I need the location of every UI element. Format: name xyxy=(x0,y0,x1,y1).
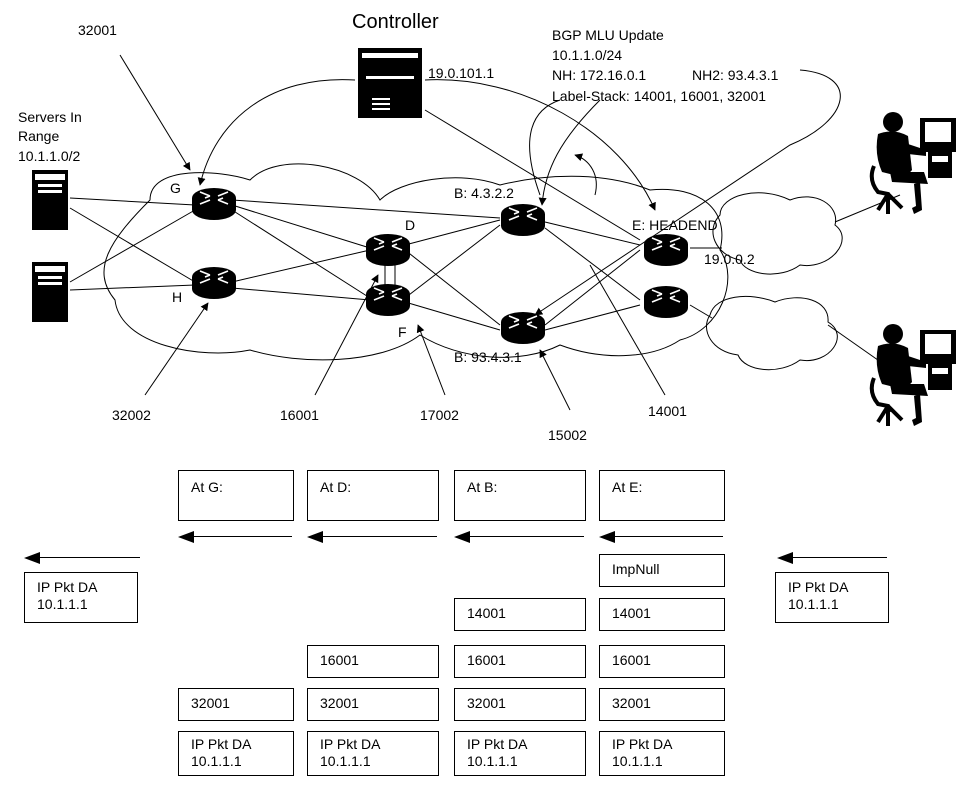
ingress-pkt-line1: IP Pkt DA xyxy=(788,579,849,595)
servers-label-line2: Range xyxy=(18,128,59,144)
ingress-ip-packet: IP Pkt DA 10.1.1.1 xyxy=(775,572,889,623)
controller-server-icon xyxy=(358,48,422,118)
sid-label-14001: 14001 xyxy=(648,403,687,419)
router-icon-h xyxy=(191,266,237,300)
egress-pkt-line1: IP Pkt DA xyxy=(37,579,98,595)
server-icon-top xyxy=(32,170,68,230)
stage-b-label-16001: 16001 xyxy=(454,645,586,678)
stage-e-ip-packet: IP Pkt DA 10.1.1.1 xyxy=(599,731,725,776)
stage-e-label-impnull: ImpNull xyxy=(599,554,725,587)
node-label-h: H xyxy=(172,289,182,305)
node-label-f: F xyxy=(398,324,407,340)
ingress-arrow xyxy=(777,552,887,564)
stage-g-pkt-line1: IP Pkt DA xyxy=(191,736,252,752)
stage-d-pkt-line1: IP Pkt DA xyxy=(320,736,381,752)
core-network-cloud xyxy=(103,163,729,361)
user-workstation-icon-bottom xyxy=(869,322,956,428)
router-icon-g xyxy=(191,187,237,221)
stage-e-label-14001: 14001 xyxy=(599,598,725,631)
stage-g-ip-packet: IP Pkt DA 10.1.1.1 xyxy=(178,731,294,776)
stage-e-label-32001: 32001 xyxy=(599,688,725,721)
stage-e-pkt-line1: IP Pkt DA xyxy=(612,736,673,752)
ingress-pkt-line2: 10.1.1.1 xyxy=(788,596,839,612)
stage-header-d: At D: xyxy=(307,470,439,521)
node-label-b-top: B: 4.3.2.2 xyxy=(454,185,514,201)
stage-d-label-16001: 16001 xyxy=(307,645,439,678)
servers-label-line1: Servers In xyxy=(18,109,82,125)
router-icon-e-headend xyxy=(643,233,689,267)
bgp-update-label-stack: Label-Stack: 14001, 16001, 32001 xyxy=(552,88,766,104)
stage-b-pkt-line1: IP Pkt DA xyxy=(467,736,528,752)
stage-d-ip-packet: IP Pkt DA 10.1.1.1 xyxy=(307,731,439,776)
egress-pkt-line2: 10.1.1.1 xyxy=(37,596,88,612)
bgp-update-nh: NH: 172.16.0.1 xyxy=(552,67,646,83)
sid-label-32001: 32001 xyxy=(78,22,117,38)
user-workstation-icon-top xyxy=(869,110,956,216)
direction-arrow-e xyxy=(599,531,723,543)
router-icon-b-bottom xyxy=(500,311,546,345)
stage-b-ip-packet: IP Pkt DA 10.1.1.1 xyxy=(454,731,586,776)
server-icon-bottom xyxy=(32,262,68,322)
controller-title: Controller xyxy=(352,11,439,33)
stage-g-label-32001: 32001 xyxy=(178,688,294,721)
node-label-b-bottom: B: 93.4.3.1 xyxy=(454,349,522,365)
node-label-e-ip: 19.0.0.2 xyxy=(704,251,755,267)
sid-label-16001: 16001 xyxy=(280,407,319,423)
router-icon-d xyxy=(365,233,411,267)
stage-b-label-32001: 32001 xyxy=(454,688,586,721)
bgp-update-nh2: NH2: 93.4.3.1 xyxy=(692,67,779,83)
stage-b-label-14001: 14001 xyxy=(454,598,586,631)
controller-arrows xyxy=(197,69,841,316)
stage-d-label-32001: 32001 xyxy=(307,688,439,721)
egress-arrow xyxy=(24,552,140,564)
bgp-update-title: BGP MLU Update xyxy=(552,27,664,43)
sid-label-15002: 15002 xyxy=(548,427,587,443)
direction-arrow-g xyxy=(178,531,292,543)
controller-ip: 19.0.101.1 xyxy=(428,65,494,81)
access-cloud-bottom xyxy=(706,295,838,371)
direction-arrow-d xyxy=(307,531,437,543)
stage-e-label-16001: 16001 xyxy=(599,645,725,678)
bgp-update-prefix: 10.1.1.0/24 xyxy=(552,47,622,63)
router-icon-f xyxy=(365,283,411,317)
node-label-d: D xyxy=(405,217,415,233)
sid-pointer-arrows xyxy=(119,54,666,411)
node-label-e-headend: E: HEADEND xyxy=(632,217,718,233)
stage-header-b: At B: xyxy=(454,470,586,521)
stage-header-e: At E: xyxy=(599,470,725,521)
stage-d-pkt-line2: 10.1.1.1 xyxy=(320,753,371,769)
access-cloud-top xyxy=(712,192,843,275)
sid-label-17002: 17002 xyxy=(420,407,459,423)
egress-ip-packet: IP Pkt DA 10.1.1.1 xyxy=(24,572,138,623)
router-icon-e-second xyxy=(643,285,689,319)
direction-arrow-b xyxy=(454,531,584,543)
stage-header-g: At G: xyxy=(178,470,294,521)
servers-label-line3: 10.1.1.0/2 xyxy=(18,148,80,164)
node-label-g: G xyxy=(170,180,181,196)
stage-g-pkt-line2: 10.1.1.1 xyxy=(191,753,242,769)
stage-b-pkt-line2: 10.1.1.1 xyxy=(467,753,518,769)
sid-label-32002: 32002 xyxy=(112,407,151,423)
router-icon-b-top xyxy=(500,203,546,237)
stage-e-pkt-line2: 10.1.1.1 xyxy=(612,753,663,769)
